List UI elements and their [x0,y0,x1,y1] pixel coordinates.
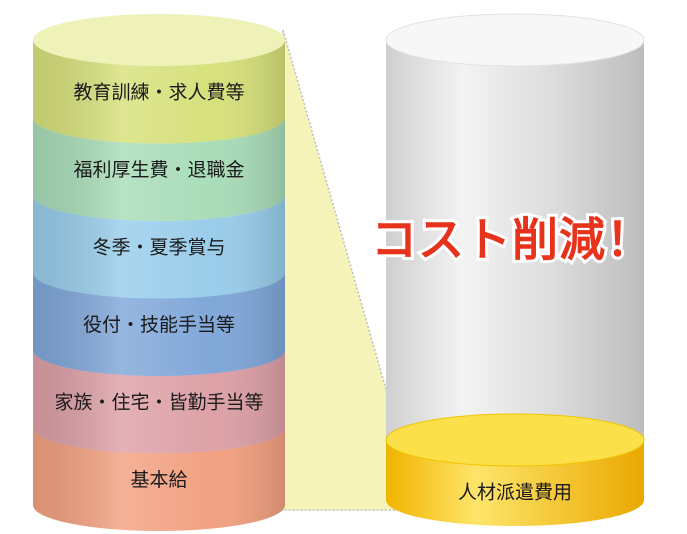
cost-base-label: 人材派遣費用 [458,482,572,504]
right-cylinder-body [386,40,644,466]
layer-top-0 [33,14,285,66]
layer-label-5: 基本給 [130,469,187,491]
left-cylinder: 教育訓練・求人費等福利厚生費・退職金冬季・夏季賞与役付・技能手当等家族・住宅・皆… [33,14,285,531]
right-cylinder-top [385,13,645,67]
cost-base-top [385,413,645,467]
layer-shade-5 [33,427,285,531]
headline: コスト削減！ [371,213,653,267]
layer-label-1: 福利厚生費・退職金 [73,159,244,181]
layer-label-2: 冬季・夏季賞与 [92,237,225,259]
layer-label-0: 教育訓練・求人費等 [73,82,244,104]
layer-label-3: 役付・技能手当等 [83,314,235,336]
layer-shade-2 [33,195,285,299]
layer-shade-0 [33,40,285,144]
layer-shade-1 [33,117,285,221]
layer-label-4: 家族・住宅・皆勤手当等 [54,392,263,414]
right-cylinder: 人材派遣費用 [385,13,645,526]
layer-shade-4 [33,350,285,454]
connector-band [282,29,403,511]
layer-shade-3 [33,272,285,376]
